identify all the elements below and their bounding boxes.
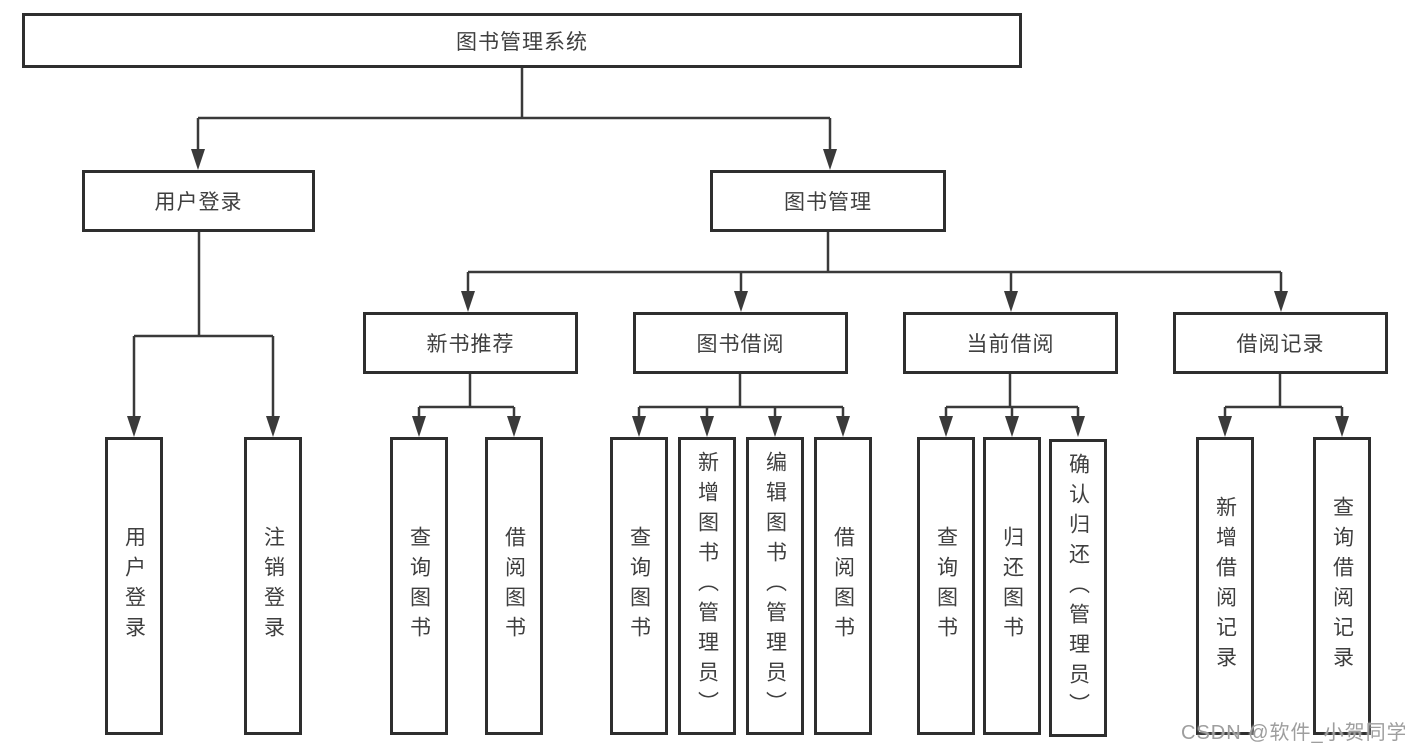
node-current-borrow: 当前借阅 (903, 312, 1118, 374)
leaf-logout: 注销登录 (244, 437, 302, 735)
leaf-query-borrow-record: 查询借阅记录 (1313, 437, 1371, 735)
node-book-borrow: 图书借阅 (633, 312, 848, 374)
node-borrow-records: 借阅记录 (1173, 312, 1388, 374)
leaf-return-books: 归还图书 (983, 437, 1041, 735)
connector-records-to-leaves (1223, 374, 1344, 419)
arrowheads (127, 149, 1349, 437)
connector-borrow-to-leaves (637, 374, 845, 419)
leaf-borrow-books-2: 借阅图书 (814, 437, 872, 735)
node-user-login: 用户登录 (82, 170, 315, 232)
leaf-edit-books-admin: 编辑图书（管理员） (746, 437, 804, 735)
connector-current-to-leaves (944, 374, 1080, 419)
leaf-user-login: 用户登录 (105, 437, 163, 735)
leaf-confirm-return-admin: 确认归还（管理员） (1049, 439, 1107, 737)
leaf-borrow-books-1: 借阅图书 (485, 437, 543, 735)
leaf-add-borrow-record: 新增借阅记录 (1196, 437, 1254, 735)
connector-bookmgmt-to-level3 (466, 232, 1283, 294)
node-book-management: 图书管理 (710, 170, 946, 232)
leaf-query-books-3: 查询图书 (917, 437, 975, 735)
node-new-book-recommend: 新书推荐 (363, 312, 578, 374)
leaf-query-books-1: 查询图书 (390, 437, 448, 735)
leaf-add-books-admin: 新增图书（管理员） (678, 437, 736, 735)
connector-newbooks-to-leaves (417, 374, 516, 419)
connector-root-to-level2 (196, 68, 832, 150)
leaf-query-books-2: 查询图书 (610, 437, 668, 735)
node-root-library-system: 图书管理系统 (22, 13, 1022, 68)
connector-userlogin-to-leaves (132, 232, 275, 419)
csdn-watermark: CSDN @软件_小贺同学 (1181, 722, 1405, 744)
